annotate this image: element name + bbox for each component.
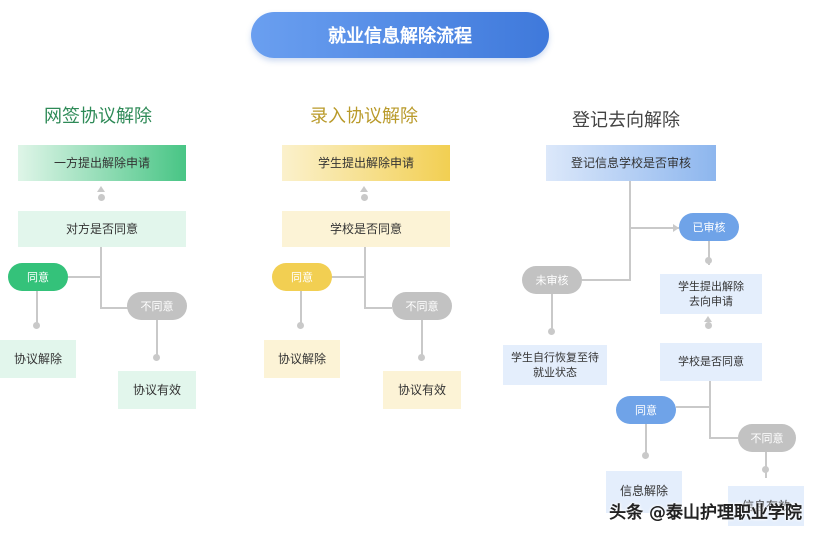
connector-dot — [705, 322, 712, 329]
page-title: 就业信息解除流程 — [251, 12, 549, 58]
destination-step-review: 登记信息学校是否审核 — [546, 145, 716, 181]
online-no-pill: 不同意 — [127, 292, 187, 320]
connector-line — [676, 406, 711, 408]
online-yes-pill: 同意 — [8, 263, 68, 291]
connector-line — [300, 291, 302, 323]
connector-dot — [418, 354, 425, 361]
column-heading-online: 网签协议解除 — [44, 106, 152, 127]
online-step-decision: 对方是否同意 — [18, 211, 186, 247]
connector-line — [708, 241, 710, 265]
destination-reviewed-pill: 已审核 — [679, 213, 739, 241]
connector-dot — [98, 194, 105, 201]
connector-line — [156, 320, 158, 355]
destination-yes-result: 信息解除 — [606, 471, 682, 513]
connector-line — [330, 276, 366, 278]
connector-dot — [153, 354, 160, 361]
destination-no-pill: 不同意 — [738, 424, 796, 452]
destination-yes-pill: 同意 — [616, 396, 676, 424]
connector-line — [629, 181, 631, 281]
connector-line — [629, 227, 679, 229]
connector-dot — [642, 452, 649, 459]
destination-step-apply: 学生提出解除去向申请 — [660, 274, 762, 314]
arrow-up-icon — [704, 316, 712, 322]
connector-line — [364, 307, 392, 309]
entry-no-pill: 不同意 — [392, 292, 452, 320]
watermark: 头条 @泰山护理职业学院 — [609, 503, 802, 523]
connector-dot — [361, 194, 368, 201]
connector-line — [765, 452, 767, 478]
connector-line — [100, 247, 102, 309]
connector-dot — [548, 328, 555, 335]
destination-not-reviewed-result: 学生自行恢复至待就业状态 — [503, 345, 607, 385]
entry-yes-result: 协议解除 — [264, 340, 340, 378]
entry-no-result: 协议有效 — [383, 371, 461, 409]
connector-line — [421, 320, 423, 355]
connector-line — [709, 437, 738, 439]
online-yes-result: 协议解除 — [0, 340, 76, 378]
connector-line — [364, 247, 366, 309]
column-heading-destination: 登记去向解除 — [572, 110, 680, 131]
connector-dot — [297, 322, 304, 329]
destination-not-reviewed-pill: 未审核 — [522, 266, 582, 294]
connector-dot — [762, 466, 769, 473]
connector-line — [36, 291, 38, 323]
connector-line — [100, 307, 128, 309]
connector-dot — [33, 322, 40, 329]
connector-line — [582, 279, 631, 281]
column-heading-entry: 录入协议解除 — [310, 106, 418, 127]
online-step-apply: 一方提出解除申请 — [18, 145, 186, 181]
arrow-right-icon — [673, 224, 679, 232]
entry-yes-pill: 同意 — [272, 263, 332, 291]
connector-line — [551, 294, 553, 330]
entry-step-apply: 学生提出解除申请 — [282, 145, 450, 181]
connector-line — [68, 276, 102, 278]
online-no-result: 协议有效 — [118, 371, 196, 409]
connector-line — [709, 381, 711, 439]
destination-step-school-decision: 学校是否同意 — [660, 343, 762, 381]
connector-dot — [705, 257, 712, 264]
connector-line — [645, 424, 647, 454]
arrow-up-icon — [97, 186, 105, 192]
arrow-up-icon — [360, 186, 368, 192]
entry-step-decision: 学校是否同意 — [282, 211, 450, 247]
destination-no-result: 信息有效 — [728, 486, 804, 526]
